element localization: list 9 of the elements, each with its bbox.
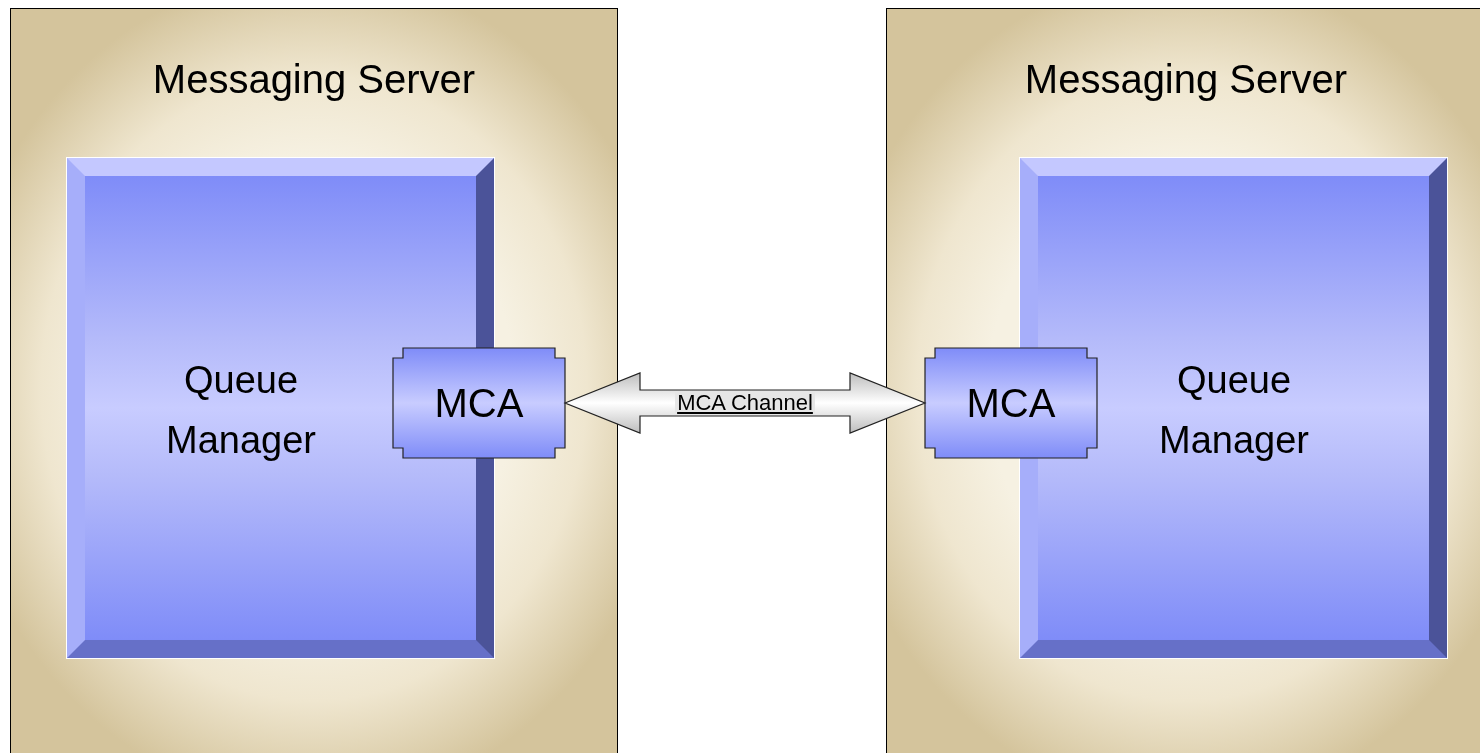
queue-manager-label: Queue Manager bbox=[1158, 358, 1310, 463]
mca-label: MCA bbox=[433, 380, 525, 427]
server-panel bbox=[10, 8, 618, 753]
edge-label: MCA Channel bbox=[675, 391, 815, 415]
queue-manager-label: Queue Manager bbox=[165, 358, 317, 463]
mca-label: MCA bbox=[965, 380, 1057, 427]
server-title: Messaging Server bbox=[1023, 56, 1349, 103]
server-panel bbox=[886, 8, 1480, 753]
server-title: Messaging Server bbox=[151, 56, 477, 103]
